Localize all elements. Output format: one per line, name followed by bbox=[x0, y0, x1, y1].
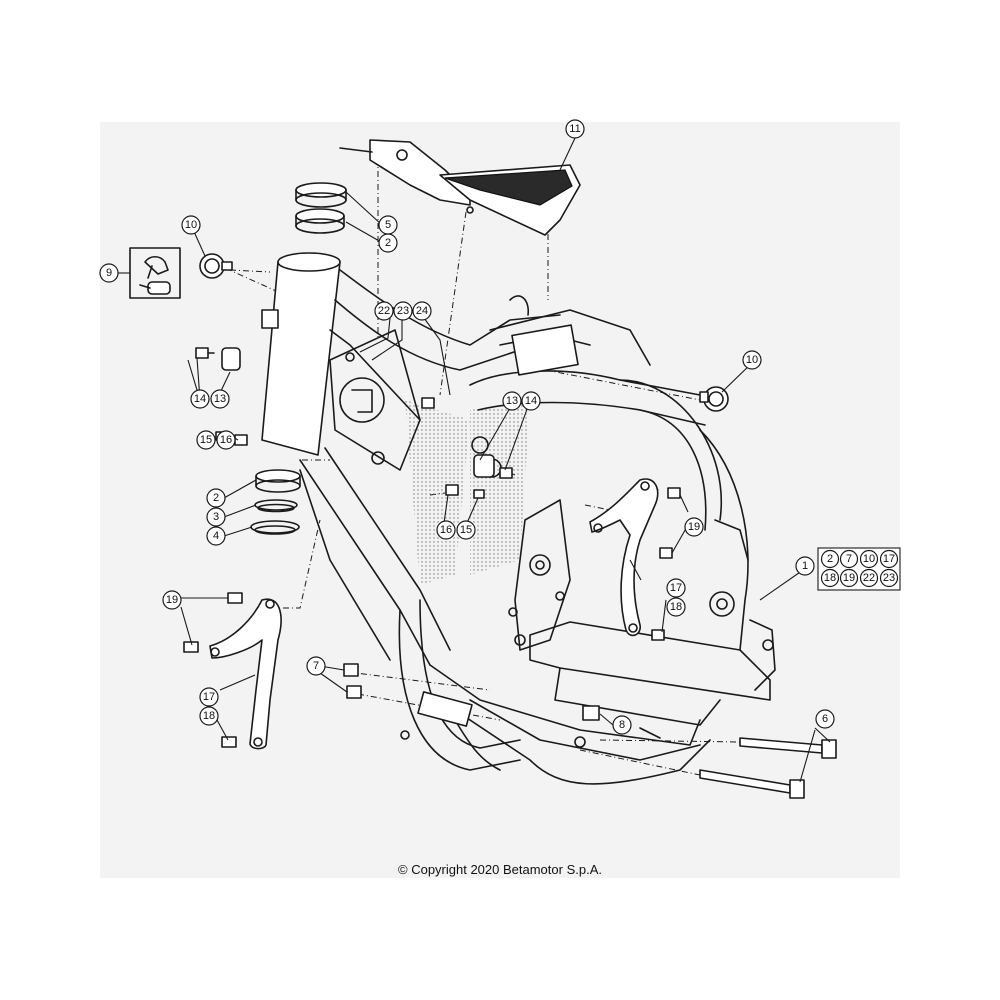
svg-text:7: 7 bbox=[313, 660, 319, 672]
svg-text:16: 16 bbox=[440, 524, 452, 536]
svg-text:24: 24 bbox=[416, 305, 428, 317]
svg-text:23: 23 bbox=[883, 572, 895, 584]
callout-14-right[interactable]: 14 bbox=[521, 391, 541, 411]
callout-15-left[interactable]: 15 bbox=[196, 430, 216, 450]
svg-text:17: 17 bbox=[670, 582, 682, 594]
frame-nuts bbox=[343, 663, 362, 699]
nut-bolt-center bbox=[445, 484, 485, 499]
kit-item-2[interactable]: 7 bbox=[839, 549, 859, 569]
callout-3[interactable]: 3 bbox=[206, 507, 226, 527]
svg-text:7: 7 bbox=[846, 553, 852, 565]
svg-text:3: 3 bbox=[213, 511, 219, 523]
bearing-bottom bbox=[250, 469, 301, 535]
bearing-top bbox=[295, 182, 347, 234]
kit-item-3[interactable]: 10 bbox=[859, 549, 879, 569]
callout-10-right[interactable]: 10 bbox=[742, 350, 762, 370]
callout-18-right[interactable]: 18 bbox=[666, 597, 686, 617]
kit-item-7[interactable]: 22 bbox=[859, 568, 879, 588]
kit-item-8[interactable]: 23 bbox=[879, 568, 899, 588]
callout-15-center[interactable]: 15 bbox=[456, 520, 476, 540]
svg-text:22: 22 bbox=[863, 572, 875, 584]
svg-text:18: 18 bbox=[824, 572, 836, 584]
svg-text:19: 19 bbox=[843, 572, 855, 584]
callout-8[interactable]: 8 bbox=[612, 715, 632, 735]
callout-5[interactable]: 5 bbox=[378, 215, 398, 235]
callout-24[interactable]: 24 bbox=[412, 301, 432, 321]
callout-13-left[interactable]: 13 bbox=[210, 389, 230, 409]
clamp-right bbox=[699, 386, 729, 412]
kit-item-4[interactable]: 17 bbox=[879, 549, 899, 569]
callout-2-top[interactable]: 2 bbox=[378, 233, 398, 253]
svg-text:18: 18 bbox=[203, 710, 215, 722]
callout-17-right[interactable]: 17 bbox=[666, 578, 686, 598]
svg-text:13: 13 bbox=[506, 395, 518, 407]
callout-1[interactable]: 1 bbox=[795, 556, 815, 576]
bushing-bolt-left bbox=[195, 347, 241, 371]
callout-2-bottom[interactable]: 2 bbox=[206, 488, 226, 508]
callout-6[interactable]: 6 bbox=[815, 709, 835, 729]
callout-19-left[interactable]: 19 bbox=[162, 590, 182, 610]
svg-text:14: 14 bbox=[194, 393, 206, 405]
engine-bracket-right bbox=[589, 478, 681, 641]
kit-item-1[interactable]: 2 bbox=[820, 549, 840, 569]
copyright-notice: © Copyright 2020 Betamotor S.p.A. bbox=[398, 862, 602, 877]
callout-16-left[interactable]: 16 bbox=[216, 430, 236, 450]
engine-mount-bolts bbox=[699, 737, 837, 799]
callout-19-right[interactable]: 19 bbox=[684, 517, 704, 537]
svg-text:15: 15 bbox=[200, 434, 212, 446]
callout-18-left[interactable]: 18 bbox=[199, 706, 219, 726]
svg-text:17: 17 bbox=[883, 553, 895, 565]
kit-item-5[interactable]: 18 bbox=[820, 568, 840, 588]
svg-text:22: 22 bbox=[378, 305, 390, 317]
svg-text:16: 16 bbox=[220, 434, 232, 446]
callout-17-left[interactable]: 17 bbox=[199, 687, 219, 707]
svg-text:19: 19 bbox=[166, 594, 178, 606]
svg-text:9: 9 bbox=[106, 267, 112, 279]
svg-text:2: 2 bbox=[827, 553, 833, 565]
svg-text:10: 10 bbox=[185, 219, 197, 231]
callout-leaders bbox=[117, 137, 831, 783]
svg-text:10: 10 bbox=[863, 553, 875, 565]
frame bbox=[261, 252, 776, 785]
svg-text:18: 18 bbox=[670, 601, 682, 613]
svg-text:23: 23 bbox=[397, 305, 409, 317]
callout-9[interactable]: 9 bbox=[99, 263, 119, 283]
svg-text:17: 17 bbox=[203, 691, 215, 703]
steering-lock-set bbox=[129, 247, 181, 299]
svg-text:11: 11 bbox=[569, 123, 580, 135]
engine-bracket-left bbox=[183, 592, 282, 750]
steering-head-tube bbox=[261, 261, 341, 456]
svg-text:13: 13 bbox=[214, 393, 226, 405]
callout-13-right[interactable]: 13 bbox=[502, 391, 522, 411]
clip-nut bbox=[582, 705, 600, 721]
svg-text:14: 14 bbox=[525, 395, 537, 407]
head-tube-top bbox=[277, 252, 341, 272]
frame-gusset-plate bbox=[405, 400, 470, 585]
callout-16-center[interactable]: 16 bbox=[436, 520, 456, 540]
head-tube-boss bbox=[261, 309, 279, 329]
callout-4[interactable]: 4 bbox=[206, 526, 226, 546]
callout-11[interactable]: 11 bbox=[565, 119, 585, 139]
callout-14-left[interactable]: 14 bbox=[190, 389, 210, 409]
kit-item-6[interactable]: 19 bbox=[839, 568, 859, 588]
callout-7[interactable]: 7 bbox=[306, 656, 326, 676]
svg-text:4: 4 bbox=[213, 530, 219, 542]
callout-22[interactable]: 22 bbox=[374, 301, 394, 321]
clamp-left bbox=[199, 253, 233, 279]
svg-text:5: 5 bbox=[385, 219, 391, 231]
svg-text:19: 19 bbox=[688, 521, 700, 533]
svg-text:8: 8 bbox=[619, 719, 625, 731]
callout-10-left[interactable]: 10 bbox=[181, 215, 201, 235]
skid-plate bbox=[339, 139, 581, 236]
svg-text:6: 6 bbox=[822, 713, 828, 725]
svg-text:2: 2 bbox=[385, 237, 391, 249]
svg-text:1: 1 bbox=[802, 560, 808, 572]
svg-text:10: 10 bbox=[746, 354, 758, 366]
svg-text:2: 2 bbox=[213, 492, 219, 504]
callout-23[interactable]: 23 bbox=[393, 301, 413, 321]
bushing-bolt-right bbox=[473, 454, 513, 479]
svg-text:15: 15 bbox=[460, 524, 472, 536]
